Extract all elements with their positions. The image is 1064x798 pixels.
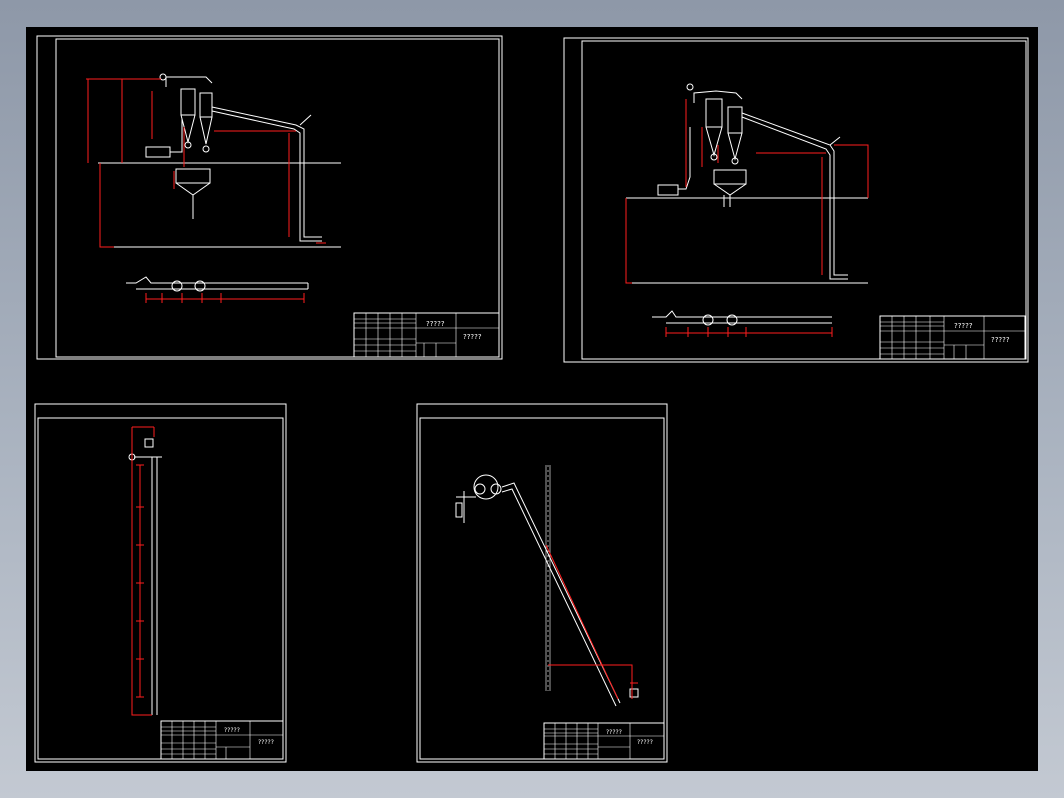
sheet-1-inner-border — [55, 38, 500, 358]
drawing-sheet-1[interactable]: ????? ????? — [36, 35, 503, 360]
sheet-3-drawing-name: ????? — [224, 727, 240, 734]
sheet-2-drawing-number: ????? — [991, 336, 1010, 344]
sheet-3-drawing-number: ????? — [258, 739, 274, 746]
sheet-3-inner-border — [37, 417, 284, 760]
sheet-1-pipe-elbow — [299, 114, 312, 126]
sheet-3-dimensions — [131, 426, 155, 716]
sheet-1-plan-view — [126, 276, 309, 303]
cad-drawing-canvas[interactable]: ????? ????? — [26, 27, 1038, 771]
sheet-2-plan-view — [652, 310, 833, 337]
sheet-1-dimensions — [86, 78, 326, 248]
sheet-2-feed-inlet — [657, 127, 691, 196]
sheet-4-drawing-name: ????? — [606, 729, 622, 736]
sheet-4-wall-column — [545, 465, 551, 691]
sheet-1-drawing-number: ????? — [463, 333, 482, 341]
sheet-2-outer-border — [563, 37, 1029, 363]
sheet-1-outer-border — [36, 35, 503, 360]
sheet-4-inner-border — [419, 417, 665, 760]
sheet-1-drawing-name: ????? — [426, 320, 445, 328]
sheet-2-pipe-elbow — [829, 136, 841, 146]
sheet-1-title-block: ????? ????? — [353, 312, 500, 358]
sheet-4-drawing-number: ????? — [637, 739, 653, 746]
sheet-1-conveyor-pipe — [211, 106, 322, 238]
drawing-sheet-3[interactable]: ????? ????? — [34, 403, 287, 763]
sheet-1-feed-inlet — [145, 119, 183, 158]
sheet-3-title-block: ????? ????? — [160, 720, 284, 760]
drawing-sheet-4[interactable]: ????? ????? — [416, 403, 668, 763]
sheet-3-outer-border — [34, 403, 287, 763]
sheet-4-inclined-pipe — [455, 474, 639, 707]
sheet-2-drawing-name: ????? — [954, 322, 973, 330]
sheet-1-conveyor-pipe-inner — [211, 110, 322, 242]
drawing-sheet-2[interactable]: ????? ????? — [563, 37, 1029, 363]
sheet-4-outer-border — [416, 403, 668, 763]
sheet-2-title-block: ????? ????? — [879, 315, 1026, 360]
sheet-2-conveyor-pipe — [741, 112, 848, 276]
sheet-2-inner-border — [581, 40, 1027, 360]
sheet-4-title-block: ????? ????? — [543, 722, 665, 760]
sheet-2-dimensions — [625, 99, 869, 284]
sheet-2-conveyor-pipe-inner — [741, 116, 848, 280]
sheet-4-dimensions — [545, 544, 638, 700]
sheet-3-vertical-pipe — [128, 438, 162, 715]
sheet-2-cyclone-unit — [686, 83, 747, 207]
sheet-1-cyclone-unit — [159, 73, 213, 219]
cad-model-space[interactable]: ????? ????? — [26, 27, 1038, 771]
